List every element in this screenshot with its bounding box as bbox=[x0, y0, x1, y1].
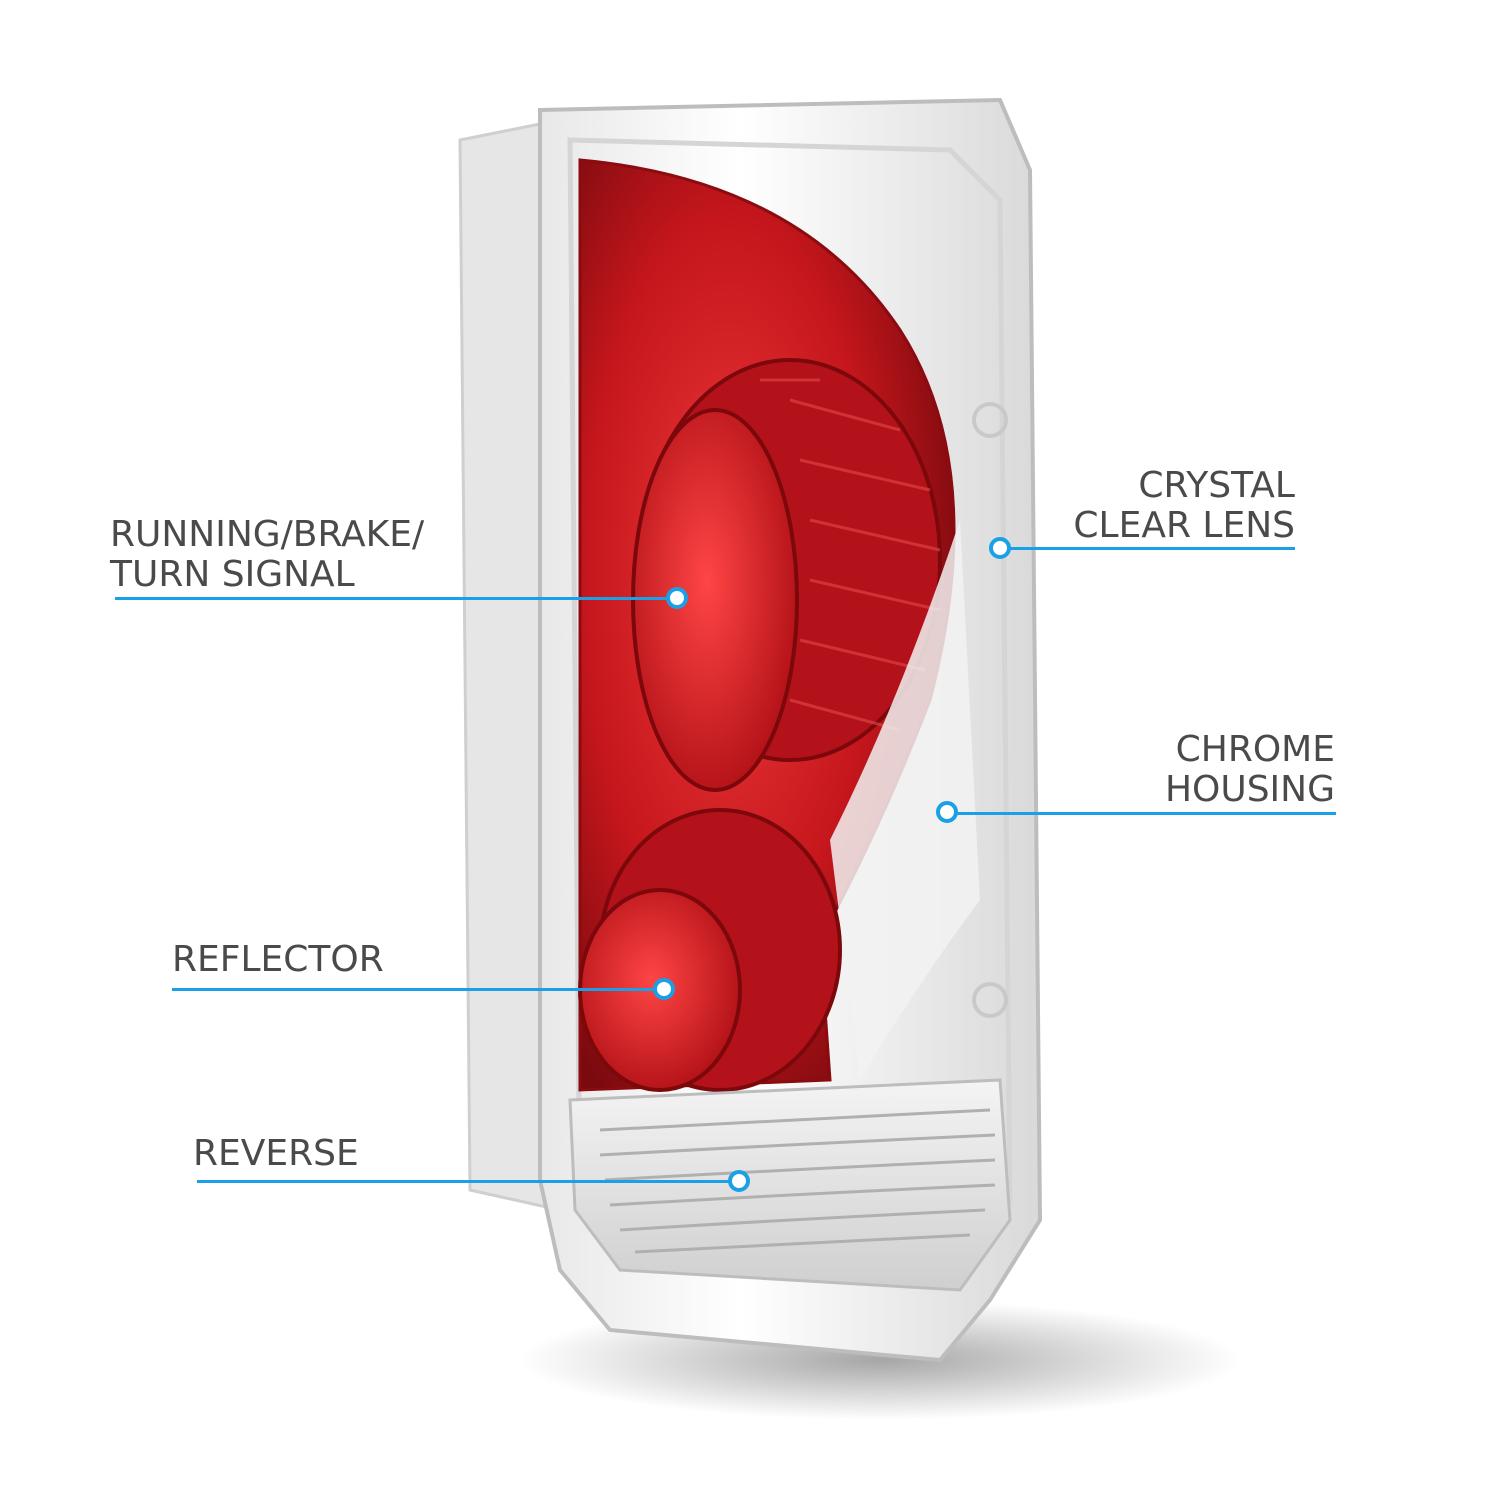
callout-running-marker bbox=[666, 587, 688, 609]
callout-lens-marker bbox=[989, 537, 1011, 559]
lens-mount-top bbox=[972, 402, 1008, 438]
callout-running-line2: TURN SIGNAL bbox=[110, 554, 355, 595]
callout-reflector-marker bbox=[653, 978, 675, 1000]
callout-housing-label: CHROME HOUSING bbox=[1120, 730, 1335, 810]
callout-housing-marker bbox=[936, 801, 958, 823]
callout-lens-line1: CRYSTAL bbox=[1138, 465, 1295, 506]
callout-reflector-label: REFLECTOR bbox=[172, 940, 384, 980]
callout-reverse-line1: REVERSE bbox=[193, 1133, 359, 1174]
callout-running-label: RUNNING/BRAKE/ TURN SIGNAL bbox=[110, 515, 424, 595]
callout-lens-label: CRYSTAL CLEAR LENS bbox=[1050, 466, 1295, 546]
callout-lens-leader bbox=[1000, 547, 1295, 550]
lens-mount-bottom bbox=[972, 982, 1008, 1018]
callout-housing-leader bbox=[948, 812, 1336, 815]
upper-barrel-ribs bbox=[760, 378, 941, 732]
callout-reflector-line1: REFLECTOR bbox=[172, 939, 384, 980]
callout-lens-line2: CLEAR LENS bbox=[1073, 505, 1295, 546]
callout-reverse-leader bbox=[197, 1180, 732, 1183]
callout-reverse-marker bbox=[728, 1170, 750, 1192]
callout-reflector-leader bbox=[172, 988, 660, 991]
callout-housing-line2: HOUSING bbox=[1164, 769, 1335, 810]
callout-running-line1: RUNNING/BRAKE/ bbox=[110, 514, 425, 555]
running-lens bbox=[631, 408, 799, 792]
reverse-ribs bbox=[599, 1108, 996, 1254]
callout-running-leader bbox=[115, 597, 670, 600]
chrome-accent bbox=[830, 520, 980, 1080]
callout-housing-line1: CHROME bbox=[1175, 729, 1335, 770]
callout-reverse-label: REVERSE bbox=[193, 1134, 359, 1174]
